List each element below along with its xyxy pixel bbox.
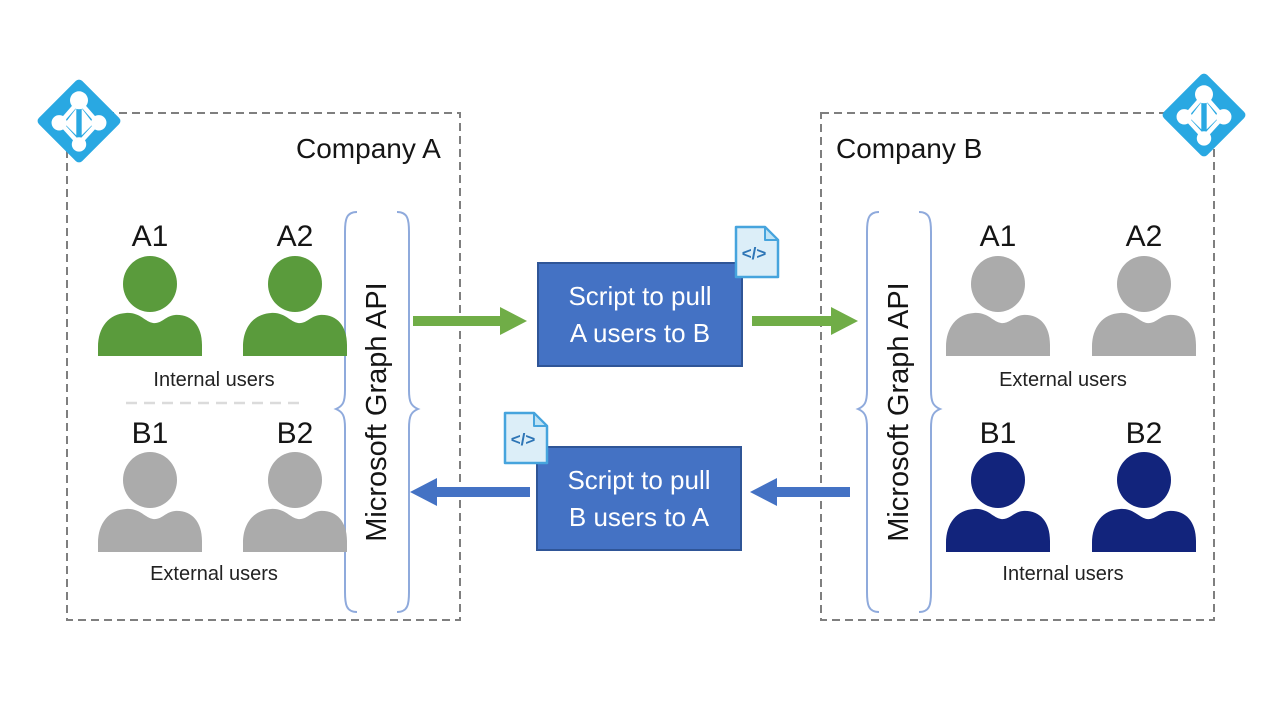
code-glyph: </> [511, 430, 536, 449]
azure-network-nodes [51, 91, 107, 152]
company-a-title: Company A [296, 133, 441, 164]
code-file-icon: </> [734, 225, 780, 279]
arrow-script-to-b-icon [752, 307, 858, 335]
user-label: B1 [131, 417, 169, 450]
brace-left-icon [333, 211, 358, 613]
user-person-icon [1089, 256, 1199, 356]
user-label: A2 [276, 220, 314, 253]
graph-api-brace-b [855, 211, 943, 613]
users-group-label: Internal users [1002, 563, 1124, 585]
azure-network-nodes [1176, 85, 1232, 146]
script-box-b-to-a: Script to pull B users to A [536, 446, 742, 551]
user-label: B2 [1125, 417, 1163, 450]
brace-left-icon [855, 211, 880, 613]
users-group-label: External users [150, 563, 278, 585]
arrow-a-to-script-icon [413, 307, 527, 335]
azure-ad-icon [37, 79, 121, 163]
azure-ad-icon [1162, 73, 1246, 157]
azure-diamond [1162, 73, 1246, 157]
code-glyph: </> [742, 244, 767, 263]
code-file-fold [764, 226, 779, 241]
user-person-icon [240, 256, 350, 356]
user-person-icon [240, 452, 350, 552]
script-box-a-to-b: Script to pull A users to B [537, 262, 743, 367]
user-label: B2 [276, 417, 314, 450]
users-group-label: Internal users [153, 369, 275, 391]
user-person-icon [95, 452, 205, 552]
graph-api-brace-a [333, 211, 421, 613]
script-line: Script to pull [568, 280, 712, 311]
script-line: A users to B [569, 317, 711, 348]
arrow-script-to-a-icon [410, 478, 530, 506]
user-label: A2 [1125, 220, 1163, 253]
azure-diamond [37, 79, 121, 163]
code-file-fold [533, 412, 548, 427]
script-line: Script to pull [567, 464, 711, 495]
script-line: B users to A [568, 501, 710, 532]
user-person-icon [1089, 452, 1199, 552]
brace-right-icon [918, 211, 943, 613]
user-label: A1 [131, 220, 169, 253]
arrow-b-to-script-icon [750, 478, 850, 506]
user-person-icon [943, 256, 1053, 356]
company-b-border [820, 112, 1215, 621]
user-person-icon [95, 256, 205, 356]
company-b-title: Company B [836, 133, 983, 164]
company-a-border [66, 112, 461, 621]
user-label: A1 [979, 220, 1017, 253]
brace-right-icon [396, 211, 421, 613]
user-label: B1 [979, 417, 1017, 450]
code-file-icon: </> [503, 411, 549, 465]
user-person-icon [943, 452, 1053, 552]
graph-api-label: Microsoft Graph API [882, 282, 915, 542]
graph-api-label: Microsoft Graph API [360, 282, 393, 542]
users-group-label: External users [999, 369, 1127, 391]
